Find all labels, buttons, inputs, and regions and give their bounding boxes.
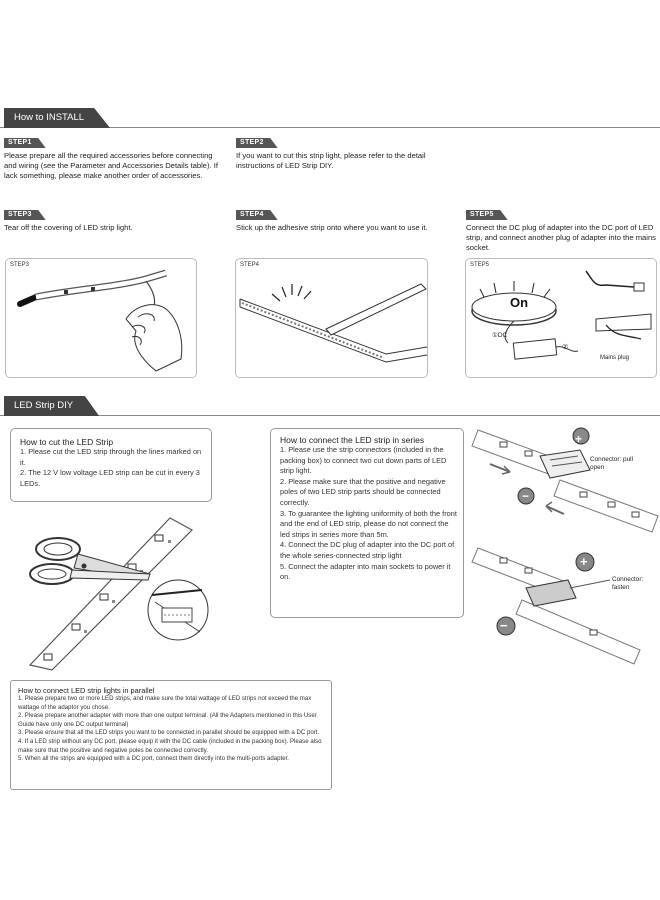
cut-step-1: 1. Please cut the LED strip through the …	[20, 447, 202, 467]
series-title: How to connect the LED strip in series	[280, 435, 425, 445]
step4-text: Stick up the adhesive strip onto where y…	[236, 223, 428, 232]
series-connect-box: How to connect the LED strip in series 1…	[270, 428, 464, 618]
on-label: On	[510, 295, 529, 310]
plus-icon-bottom: +	[580, 554, 588, 569]
dc-label: ①DC	[492, 332, 508, 339]
connector-diagram	[471, 427, 659, 665]
cut-strip-box: How to cut the LED Strip 1. Please cut t…	[10, 428, 212, 502]
step4-panel-label: STEP4	[240, 262, 260, 268]
series-step-5: 5. Connect the adapter into main sockets…	[280, 561, 451, 582]
parallel-step-2: 2. Please prepare another adapter with m…	[18, 712, 317, 728]
parallel-step-1: 1. Please prepare two or more LED strips…	[18, 695, 312, 711]
series-step-2: 2. Please make sure that the positive an…	[280, 476, 446, 507]
power-on-illustration	[471, 270, 652, 360]
minus-icon-top: −	[522, 489, 530, 503]
step3-text: Tear off the covering of LED strip light…	[4, 223, 133, 232]
step4-tag: STEP4	[236, 210, 278, 220]
step5-panel-label: STEP5	[470, 262, 490, 268]
series-step-4: 4. Connect the DC plug of adapter into t…	[280, 540, 455, 560]
cut-strip-title: How to cut the LED Strip	[20, 437, 114, 447]
diy-section-header: LED Strip DIY	[0, 396, 660, 416]
stick-strip-illustration	[239, 283, 428, 363]
step4-illustration-panel: STEP4	[235, 258, 428, 378]
step1-tag: STEP1	[4, 138, 46, 148]
series-step-1: 1. Please use the strip connectors (incl…	[280, 445, 447, 476]
parallel-connect-box: How to connect LED strip lights in paral…	[10, 680, 332, 790]
install-section-header: How to INSTALL	[0, 108, 660, 128]
peel-strip-illustration	[17, 269, 183, 372]
mains-plug-label: Mains plug	[600, 355, 630, 361]
step3-panel-label: STEP3	[10, 262, 30, 268]
install-title: How to INSTALL	[4, 108, 111, 128]
minus-icon-bottom: −	[500, 618, 508, 633]
step5-tag: STEP5	[466, 210, 508, 220]
step2-text: If you want to cut this strip light, ple…	[236, 151, 426, 170]
step1-text: Please prepare all the required accessor…	[4, 151, 218, 180]
parallel-step-4: 4. If a LED strip without any DC port, p…	[18, 737, 322, 754]
parallel-step-5: 5. When all the strips are equipped with…	[18, 755, 289, 763]
series-step-3: 3. To guarantee the lighting uniformity …	[280, 508, 457, 539]
parallel-step-3: 3. Please ensure that all the LED strips…	[18, 729, 320, 737]
connector-fasten-label: Connector: fasten	[612, 576, 644, 591]
step3-illustration-panel: STEP3	[5, 258, 197, 378]
connector-pull-open-label: Connector: pull open	[590, 456, 633, 471]
plus-icon-top: +	[575, 432, 583, 446]
circle-two-label: ②	[562, 344, 569, 351]
step5-illustration-panel: STEP5 On ①DC ② Mains plug	[465, 258, 657, 378]
step2-tag: STEP2	[236, 138, 278, 148]
step3-tag: STEP3	[4, 210, 46, 220]
parallel-title: How to connect LED strip lights in paral…	[18, 686, 155, 695]
cut-step-2: 2. The 12 V low voltage LED strip can be…	[20, 468, 200, 488]
cut-strip-illustration	[28, 517, 209, 671]
diy-title: LED Strip DIY	[4, 396, 100, 416]
step5-text: Connect the DC plug of adapter into the …	[466, 223, 656, 252]
